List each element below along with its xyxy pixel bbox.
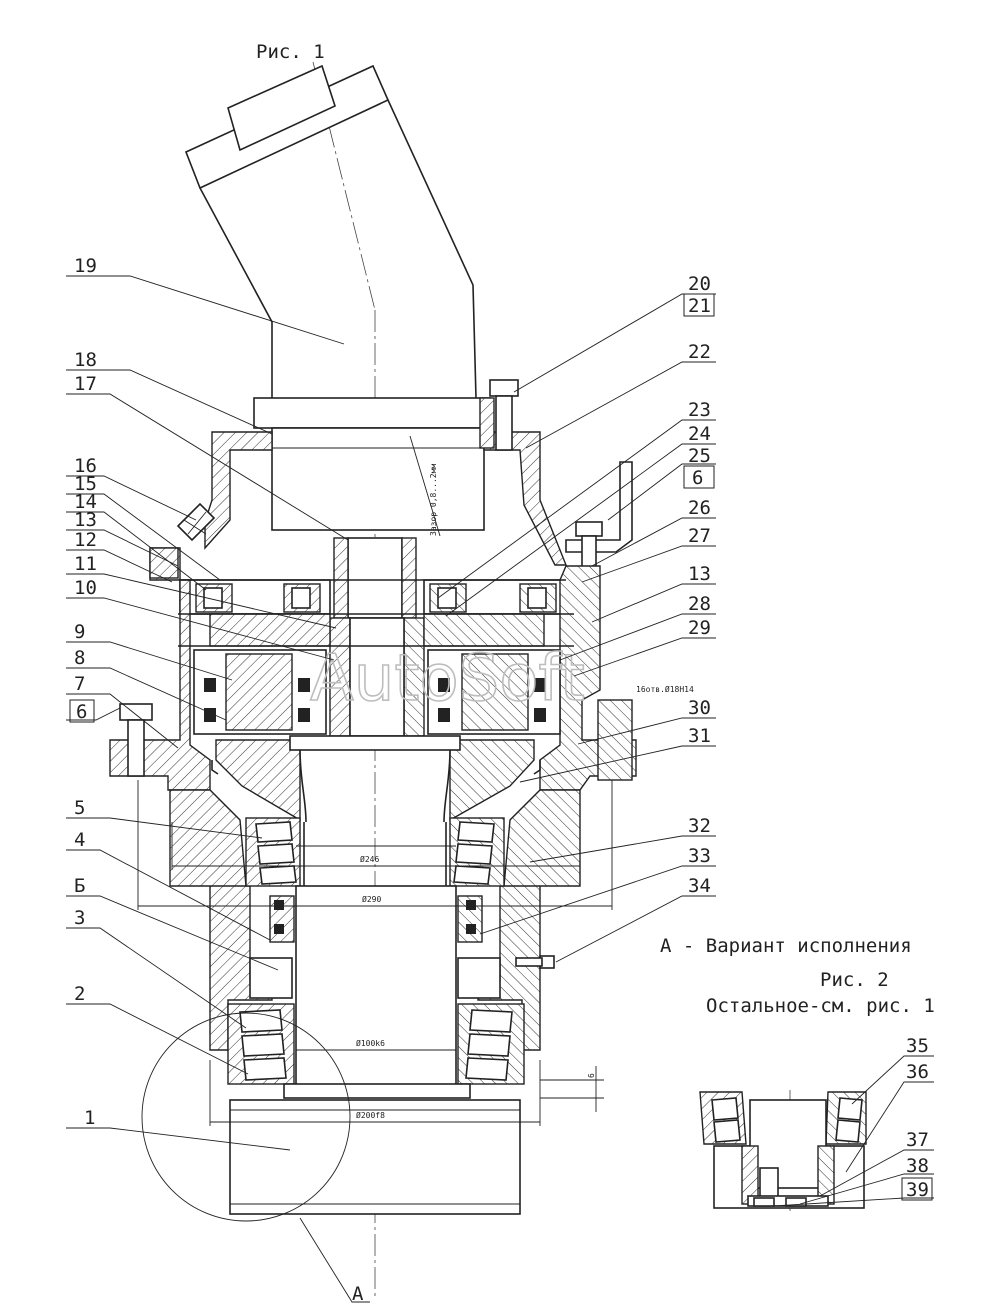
- upper-bearings-left: [179, 579, 331, 647]
- dim-six: 6: [587, 1073, 596, 1078]
- dimension-lines: [137, 435, 613, 1126]
- callout-31: 31: [688, 725, 711, 747]
- callout-28: 28: [688, 593, 711, 615]
- carrier: [211, 735, 541, 823]
- detail-circle-a: [141, 1012, 351, 1222]
- callout-39: 39: [906, 1179, 929, 1201]
- callout-box-39: [901, 1177, 933, 1201]
- hydraulic-motor: [184, 64, 491, 531]
- callout-33: 33: [688, 845, 711, 867]
- dim-200: Ø200f8: [356, 1110, 385, 1120]
- callout-box-6-left: [69, 699, 95, 723]
- fig1-title: Рис. 1: [256, 41, 325, 63]
- seals: [269, 895, 483, 943]
- callout-27: 27: [688, 525, 711, 547]
- callout-25: 25: [688, 445, 711, 467]
- callout-34: 34: [688, 875, 711, 897]
- callout-38: 38: [906, 1155, 929, 1177]
- callout-7: 7: [74, 673, 85, 695]
- callout-12: 12: [74, 529, 97, 551]
- callout-14: 14: [74, 491, 97, 513]
- bolt-20: [489, 379, 519, 451]
- callout-26: 26: [688, 497, 711, 519]
- figure-1: Ø246 Ø290 Ø100k6 Ø200f8 Зазор 0,8...2мм …: [109, 41, 694, 1300]
- callout-4: 4: [74, 829, 85, 851]
- callout-36: 36: [906, 1061, 929, 1083]
- ring-housing: [109, 547, 637, 791]
- callout-17: 17: [74, 373, 97, 395]
- callout-19: 19: [74, 255, 97, 277]
- grease-nipple: [515, 955, 555, 969]
- spacer-b-right: [457, 957, 501, 999]
- dim-gap: Зазор 0,8...2мм: [429, 464, 438, 536]
- callout-30: 30: [688, 697, 711, 719]
- upper-housing: [204, 397, 568, 566]
- callout-a: А: [352, 1283, 364, 1305]
- callout-box-21: [683, 293, 715, 317]
- callout-5: 5: [74, 797, 85, 819]
- callout-15: 15: [74, 473, 97, 495]
- callout-2: 2: [74, 983, 85, 1005]
- callout-8: 8: [74, 647, 85, 669]
- bearing-upper: [245, 817, 505, 887]
- callout-1: 1: [84, 1107, 95, 1129]
- variant-title: А - Вариант исполнения: [660, 935, 912, 957]
- dim-246: Ø246: [360, 854, 379, 864]
- callout-18: 18: [74, 349, 97, 371]
- lower-planets-right: [427, 649, 561, 735]
- callout-20: 20: [688, 273, 711, 295]
- callout-3: 3: [74, 907, 85, 929]
- callout-23: 23: [688, 399, 711, 421]
- callout-32: 32: [688, 815, 711, 837]
- pinion-1: [229, 1083, 521, 1215]
- dim-100: Ø100k6: [356, 1038, 385, 1048]
- dim-holes: 16отв.Ø18Н14: [636, 684, 694, 694]
- callout-box-6-right: [683, 465, 715, 489]
- upper-bearings-right: [423, 579, 575, 647]
- fig2-title: Рис. 2: [820, 969, 889, 991]
- callout-6-right: 6: [692, 467, 703, 489]
- callout-6-left: 6: [76, 701, 87, 723]
- callout-9: 9: [74, 621, 85, 643]
- callout-29: 29: [688, 617, 711, 639]
- callout-24: 24: [688, 423, 711, 445]
- callout-10: 10: [74, 577, 97, 599]
- bearing-lower: [227, 1003, 525, 1085]
- callout-35: 35: [906, 1035, 929, 1057]
- watermark: AutoSoft: [310, 642, 585, 716]
- lower-shaft: [295, 822, 457, 1087]
- leader-lines: [66, 275, 934, 1303]
- lower-planets-left: [193, 649, 327, 735]
- callout-16: 16: [74, 455, 97, 477]
- callout-b: Б: [74, 875, 85, 897]
- callout-11: 11: [74, 553, 97, 575]
- callout-37: 37: [906, 1129, 929, 1151]
- callout-13: 13: [74, 509, 97, 531]
- callout-21: 21: [688, 295, 711, 317]
- figure-2: [699, 1090, 867, 1212]
- spacer-b: [249, 957, 293, 999]
- fig2-note: Остальное-см. рис. 1: [706, 995, 935, 1017]
- callout-22: 22: [688, 341, 711, 363]
- central-shaft: [329, 537, 425, 737]
- breather-16: [176, 502, 216, 542]
- callout-13-right: 13: [688, 563, 711, 585]
- dim-290: Ø290: [362, 894, 381, 904]
